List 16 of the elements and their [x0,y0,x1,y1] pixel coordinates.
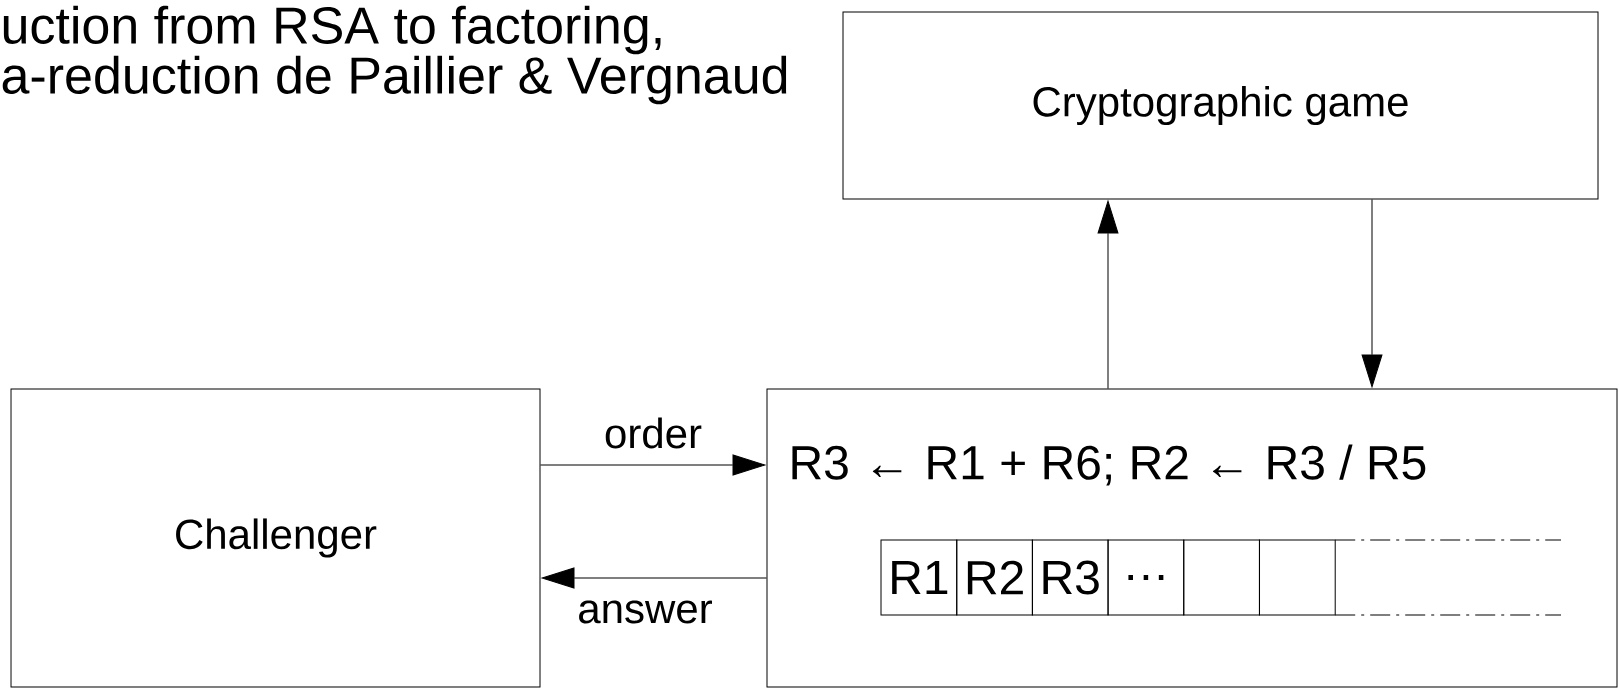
register-cell: R1 [880,539,958,616]
title-text: a-reduction de Paillier & Vergnaud [2,55,787,105]
edge-label: order [602,415,705,451]
register-cell [1183,539,1260,616]
register-cell: … [1107,539,1185,616]
register-cell: R3 [1031,539,1109,616]
arrow [541,567,767,589]
challenger-box: Challenger [10,388,541,688]
arrow [1361,199,1383,388]
register-cell [1258,539,1336,616]
register-cell: R2 [956,539,1033,616]
game-box: Cryptographic game [842,11,1599,200]
arrow [1097,200,1119,389]
arrow [540,454,766,476]
edge-label: answer [575,598,715,626]
title-text: uction from RSA to factoring, [3,5,661,55]
